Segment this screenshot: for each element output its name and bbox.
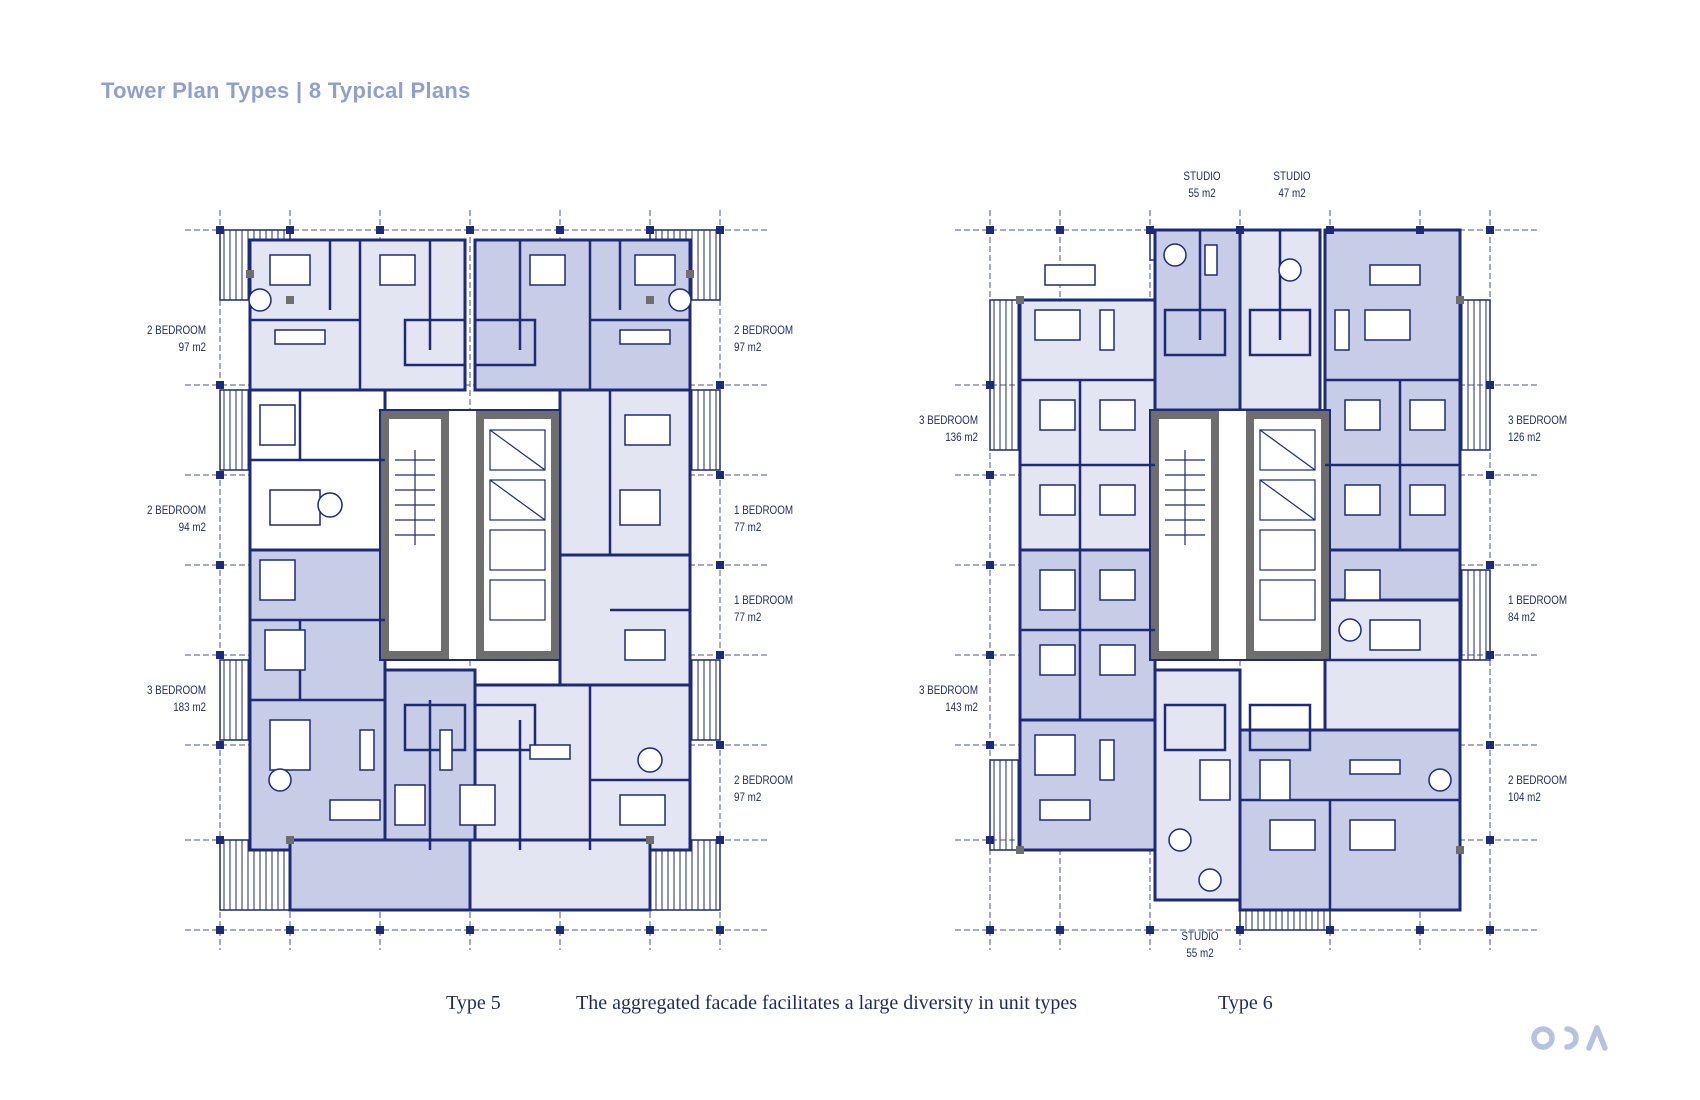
columns: [216, 226, 724, 934]
interior-walls: [250, 240, 690, 850]
caption-type-5: Type 5: [446, 992, 501, 1014]
furniture: [1034, 243, 1452, 892]
building-core: [1149, 409, 1331, 661]
floor-plan-type-6: [950, 200, 1550, 960]
columns: [986, 226, 1494, 934]
building-core: [379, 409, 561, 661]
caption-center: The aggregated facade facilitates a larg…: [576, 992, 1078, 1014]
furniture: [248, 254, 692, 826]
page-title: Tower Plan Types | 8 Typical Plans: [101, 78, 471, 103]
oda-logo-icon: [1527, 1020, 1619, 1061]
unit-1bed-right-lower: [558, 553, 692, 687]
caption-type-6: Type 6: [1218, 992, 1273, 1014]
floor-plan-type-5: [180, 200, 780, 960]
interior-walls: [1020, 230, 1460, 910]
